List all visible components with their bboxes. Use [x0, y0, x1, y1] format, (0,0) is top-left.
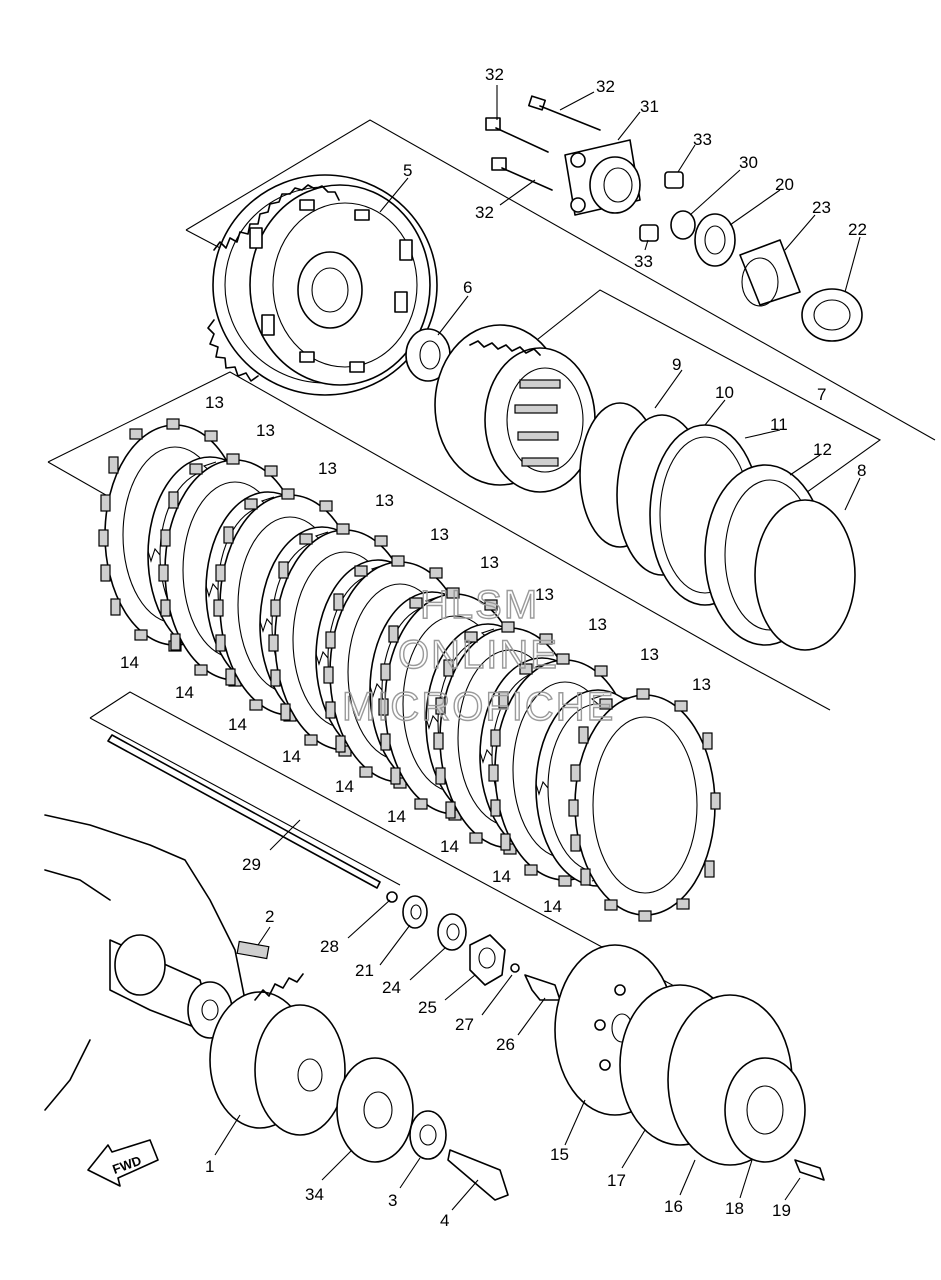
callout-13: 13	[375, 491, 394, 510]
callout-14: 14	[387, 807, 406, 826]
callout-33: 33	[634, 252, 653, 271]
callout-28: 28	[320, 937, 339, 956]
callout-14: 14	[492, 867, 511, 886]
callout-20: 20	[775, 175, 794, 194]
callout-labels: 32 32 31 33 30 20 23 22 32 33 5 6 9 10 7…	[120, 65, 867, 1230]
callout-1: 1	[205, 1157, 214, 1176]
callout-29: 29	[242, 855, 261, 874]
callout-13: 13	[640, 645, 659, 664]
pressure-plate-group	[554, 944, 825, 1181]
callout-25: 25	[418, 998, 437, 1017]
clutch-housing	[207, 174, 438, 396]
primary-drive-gear	[209, 973, 414, 1163]
callout-13: 13	[430, 525, 449, 544]
callout-9: 9	[672, 355, 681, 374]
watermark-line-2: ONLINE	[398, 633, 559, 677]
callout-23: 23	[812, 198, 831, 217]
callout-13: 13	[318, 459, 337, 478]
callout-12: 12	[813, 440, 832, 459]
callout-13: 13	[480, 553, 499, 572]
callout-17: 17	[607, 1171, 626, 1190]
callout-14: 14	[228, 715, 247, 734]
callout-13: 13	[535, 585, 554, 604]
callout-14: 14	[335, 777, 354, 796]
callout-24: 24	[382, 978, 401, 997]
callout-19: 19	[772, 1201, 791, 1220]
callout-14: 14	[440, 837, 459, 856]
callout-2: 2	[265, 907, 274, 926]
callout-32: 32	[485, 65, 504, 84]
callout-4: 4	[440, 1211, 449, 1230]
fwd-arrow-icon: FWD	[87, 1139, 159, 1187]
callout-31: 31	[640, 97, 659, 116]
callout-14: 14	[175, 683, 194, 702]
watermark-line-1: HLSM	[420, 583, 539, 627]
callout-14: 14	[120, 653, 139, 672]
callout-34: 34	[305, 1185, 324, 1204]
callout-6: 6	[463, 278, 472, 297]
callout-13: 13	[588, 615, 607, 634]
callout-8: 8	[857, 461, 866, 480]
watermark: HLSM ONLINE MICROFICHE	[341, 582, 615, 729]
callout-21: 21	[355, 961, 374, 980]
callout-7: 7	[817, 385, 826, 404]
callout-13: 13	[205, 393, 224, 412]
callout-26: 26	[496, 1035, 515, 1054]
callout-27: 27	[455, 1015, 474, 1034]
clutch-boss	[434, 324, 596, 493]
callout-22: 22	[848, 220, 867, 239]
watermark-line-3: MICROFICHE	[342, 685, 615, 729]
callout-16: 16	[664, 1197, 683, 1216]
callout-13: 13	[256, 421, 275, 440]
callout-10: 10	[715, 383, 734, 402]
callout-3: 3	[388, 1191, 397, 1210]
leader-lines	[214, 85, 861, 1211]
callout-13: 13	[692, 675, 711, 694]
callout-18: 18	[725, 1199, 744, 1218]
callout-14: 14	[282, 747, 301, 766]
clutch-rings	[579, 402, 856, 651]
callout-32: 32	[596, 77, 615, 96]
callout-30: 30	[739, 153, 758, 172]
clutch-release-assembly	[485, 95, 863, 342]
fasteners	[402, 895, 561, 1201]
callout-14: 14	[543, 897, 562, 916]
callout-5: 5	[403, 161, 412, 180]
callout-32: 32	[475, 203, 494, 222]
callout-15: 15	[550, 1145, 569, 1164]
push-rod	[107, 734, 398, 903]
callout-33: 33	[693, 130, 712, 149]
callout-11: 11	[770, 415, 788, 434]
